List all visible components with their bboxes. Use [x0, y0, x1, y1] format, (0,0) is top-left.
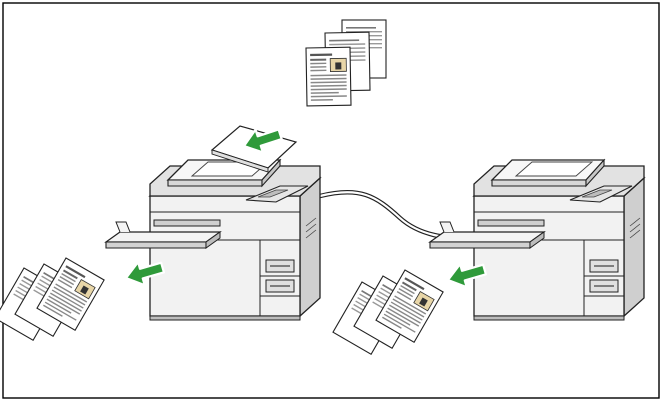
figure: [0, 2, 660, 399]
illustration-canvas: [0, 2, 660, 399]
